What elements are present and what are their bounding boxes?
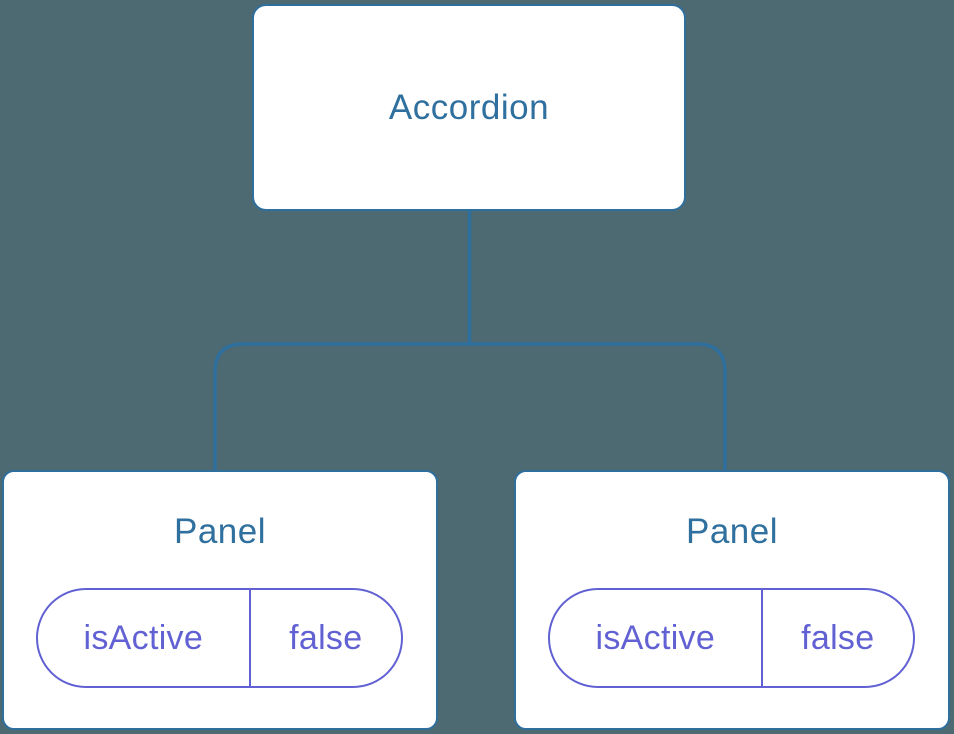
- panel-1-state-key: isActive: [83, 618, 204, 657]
- tree-node-accordion: Accordion: [252, 4, 686, 211]
- tree-node-panel-1: Panel isActive false: [2, 470, 438, 730]
- panel-1-label: Panel: [173, 512, 267, 551]
- connector-bracket: [213, 342, 727, 471]
- panel-2-state-key: isActive: [595, 618, 716, 657]
- panel-2-label: Panel: [685, 512, 779, 551]
- panel-1-state-pill: isActive false: [36, 588, 403, 688]
- panel-2-state-value: false: [760, 590, 913, 686]
- panel-2-state-pill: isActive false: [548, 588, 915, 688]
- panel-1-state-value: false: [248, 590, 401, 686]
- tree-node-panel-2: Panel isActive false: [514, 470, 950, 730]
- accordion-node-label: Accordion: [388, 87, 550, 127]
